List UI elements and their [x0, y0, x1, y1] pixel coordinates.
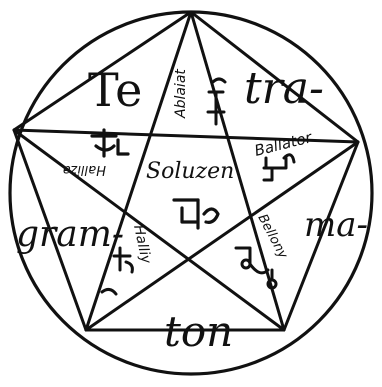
sigil-center-icon — [174, 200, 218, 228]
point-name-top: Ablaiat — [173, 69, 189, 119]
point-name-right: Ballator — [253, 128, 315, 160]
word-tra: tra- — [244, 63, 324, 114]
center-word: Soluzen — [146, 159, 234, 184]
point-name-lower-right: Bellony — [254, 212, 290, 262]
sigil-right-icon — [264, 155, 294, 180]
word-ma: ma- — [304, 205, 368, 245]
word-gram: gram- — [16, 214, 124, 255]
word-ton: ton — [164, 307, 233, 356]
point-name-left: Halliza — [63, 162, 106, 177]
sigil-lower-right-icon — [236, 248, 276, 288]
word-te: Te — [88, 63, 142, 117]
